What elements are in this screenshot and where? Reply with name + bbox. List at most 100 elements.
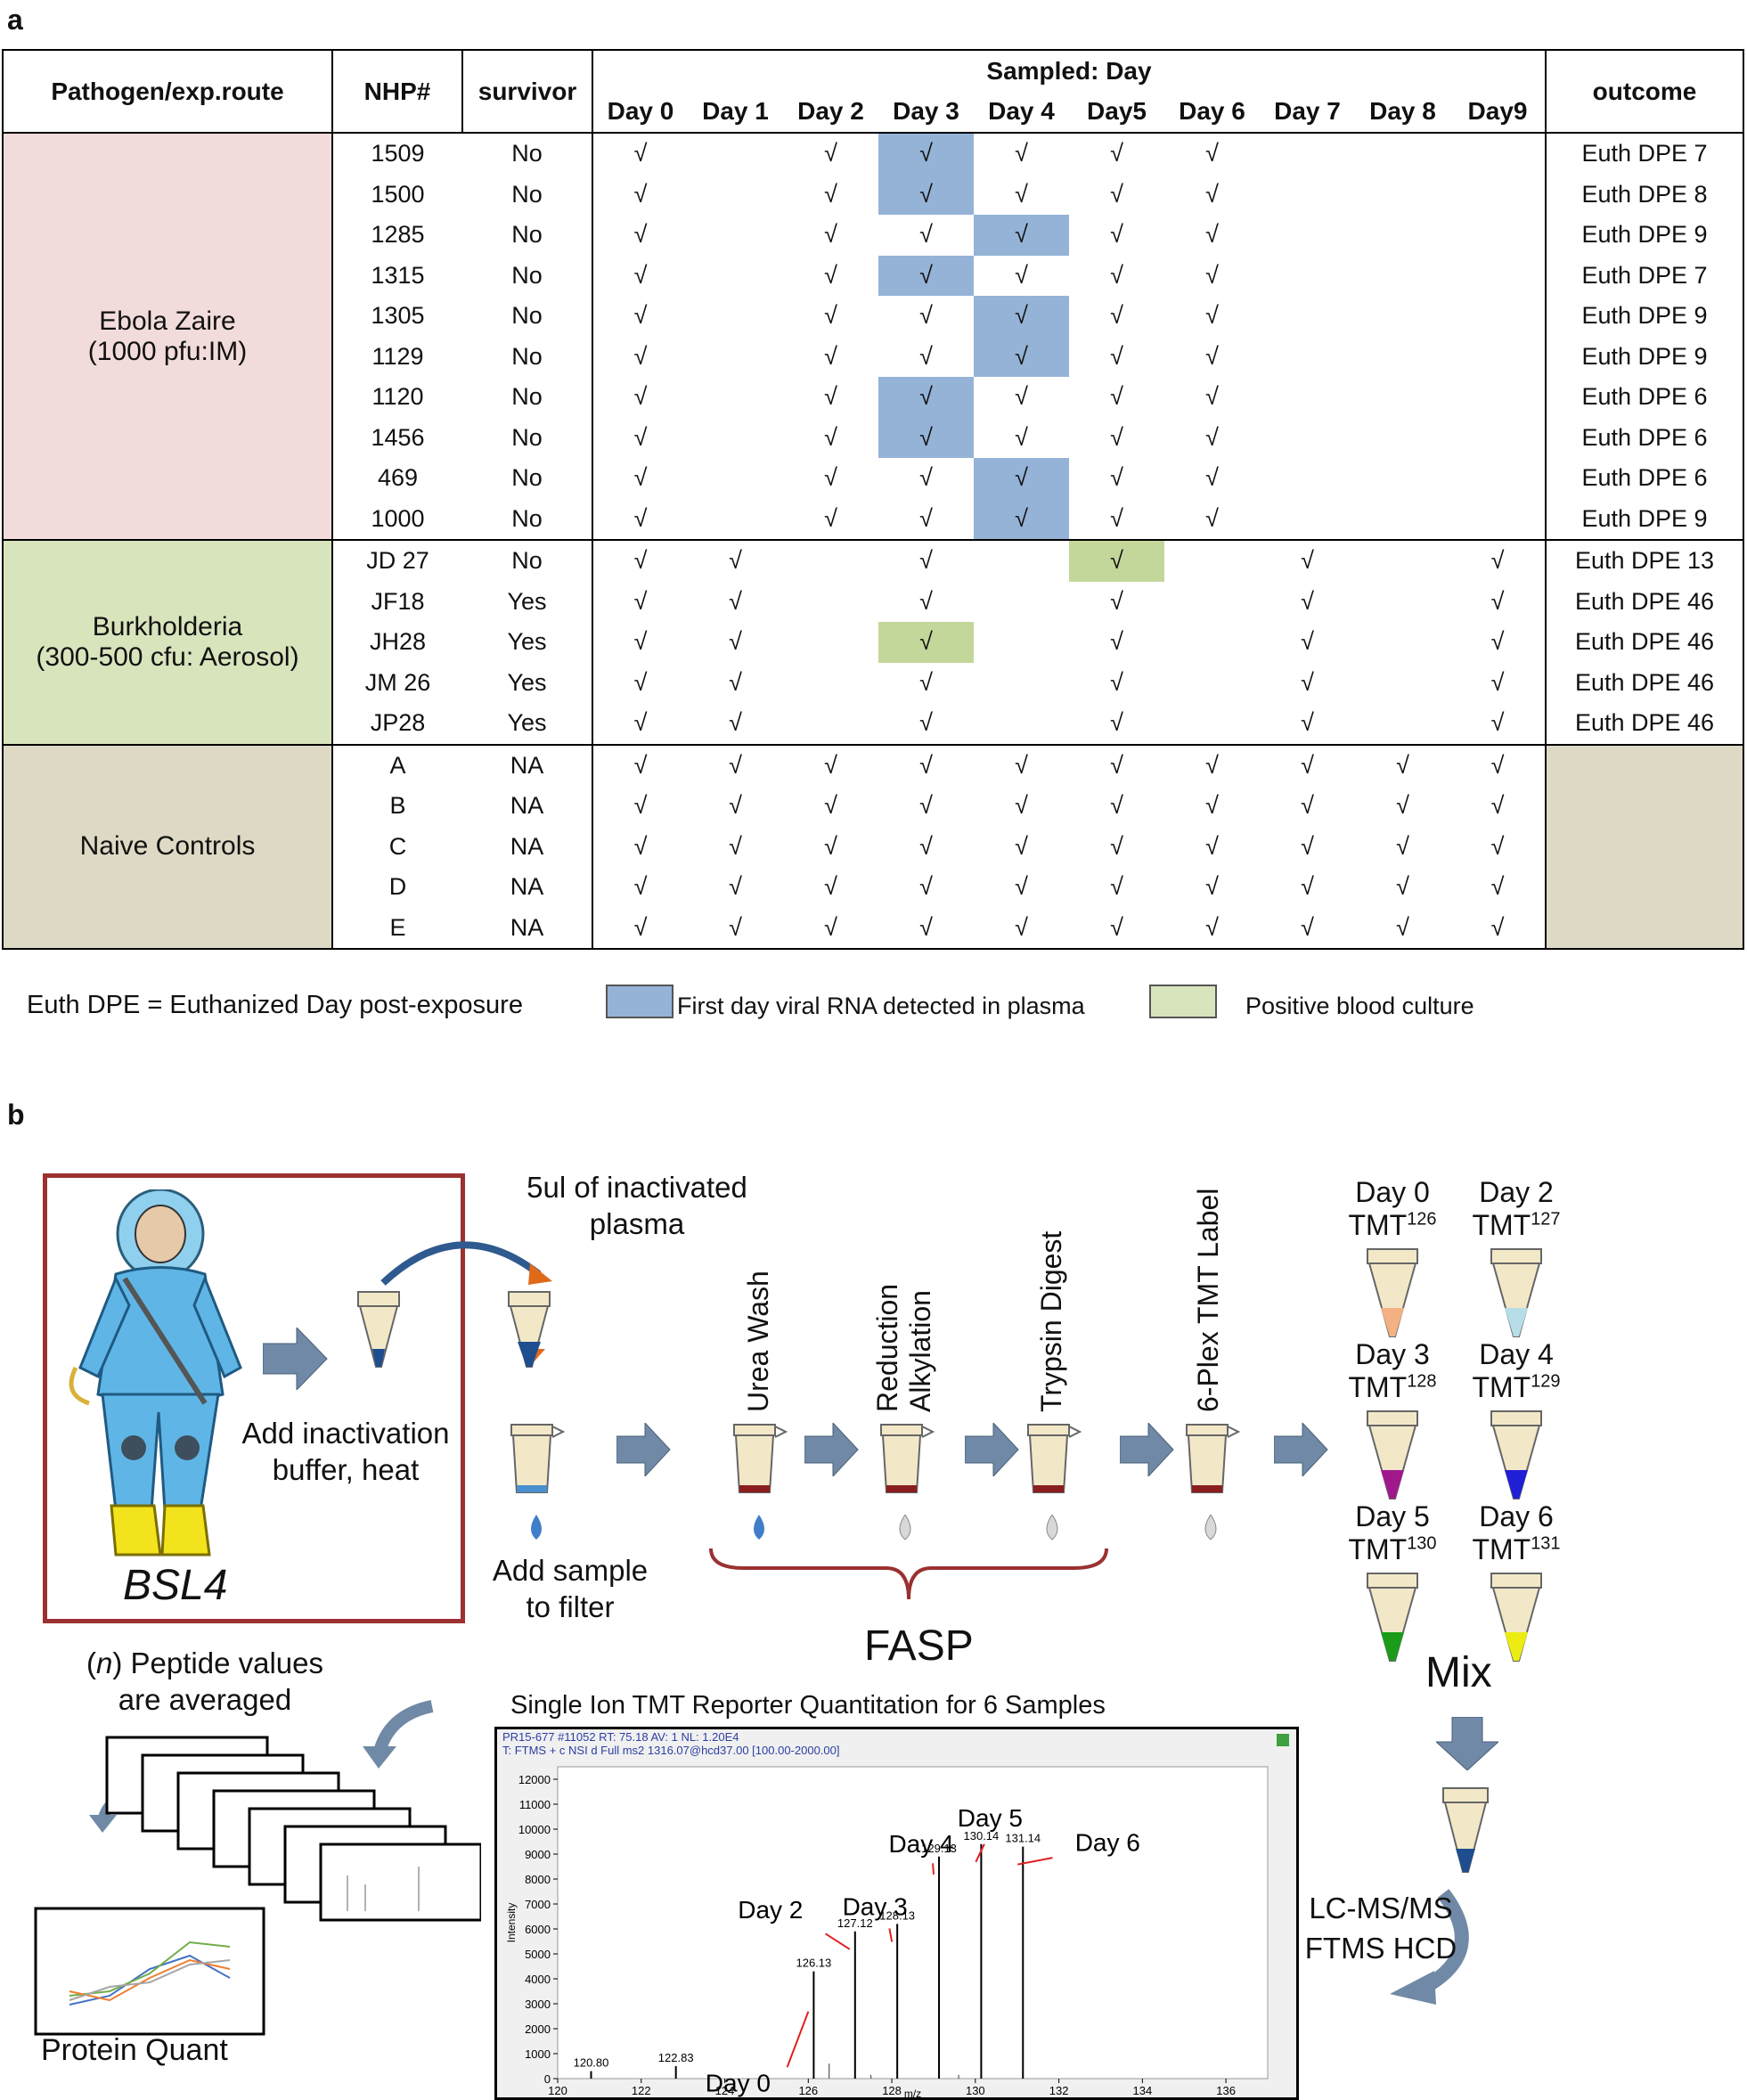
sample-check-day-5: √ <box>1110 709 1123 737</box>
sample-check-day-9 <box>1450 296 1547 337</box>
sample-check-day-1: √ <box>729 668 742 696</box>
sample-check-day-2 <box>783 622 878 663</box>
y-tick-label: 3000 <box>525 1998 551 2011</box>
sample-check-day-4: √ <box>974 907 1069 950</box>
sample-check-day-3: √ <box>878 255 974 296</box>
sample-check-day-1 <box>688 458 783 499</box>
inactivated-plasma-label: 5ul of inactivated plasma <box>527 1171 747 1241</box>
exposure-route: (300-500 cfu: Aerosol) <box>36 641 299 672</box>
nhp-id: 1509 <box>371 140 425 168</box>
sample-check-day-2 <box>783 703 878 745</box>
sample-check-day-8: √ <box>1355 907 1450 950</box>
header-day: Day5 <box>1069 91 1164 134</box>
tmt-tube-0 <box>1367 1248 1418 1337</box>
sample-check-day-2: √ <box>824 832 837 860</box>
sample-check-day-7: √ <box>1260 907 1355 950</box>
protein-quant-chart-thumbnail <box>34 1907 265 2036</box>
sample-check-day-0: √ <box>592 786 688 827</box>
outcome: Euth DPE 7 <box>1546 133 1744 175</box>
annotation-day-5: Day 5 <box>958 1804 1023 1832</box>
annotation-day-6: Day 6 <box>1075 1829 1140 1857</box>
sample-check-day-8 <box>1355 256 1450 297</box>
sample-check-day-0: √ <box>592 296 688 337</box>
peak-label: 128.13 <box>879 1908 915 1922</box>
annotation-day-0: Day 0 <box>706 2070 771 2097</box>
sample-check-day-7: √ <box>1260 743 1355 786</box>
sample-check-day-5: √ <box>1110 832 1123 860</box>
tmt-text: TMT <box>1348 1370 1408 1403</box>
bsl4-box <box>43 1173 465 1623</box>
sample-check-day-4: √ <box>974 743 1069 786</box>
arrow-6 <box>1274 1423 1328 1476</box>
sample-check-day-4: √ <box>974 498 1069 540</box>
survivor-status: No <box>511 423 543 451</box>
header-outcome: outcome <box>1546 49 1744 134</box>
sample-check-day-3: √ <box>919 792 933 820</box>
y-tick-label: 6000 <box>525 1923 551 1936</box>
nhp-id: 1315 <box>371 261 425 289</box>
peak-label: 131.14 <box>1005 1832 1041 1845</box>
nhp-id: JF18 <box>371 587 425 615</box>
sample-check-day-0: √ <box>592 867 688 908</box>
sample-check-day-6 <box>1164 582 1260 623</box>
sample-check-day-8 <box>1355 133 1450 175</box>
spectrum-window: PR15-677 #11052 RT: 75.18 AV: 1 NL: 1.20… <box>494 1727 1299 2100</box>
annotation-pointer <box>786 2011 810 2068</box>
pathogen-name: Ebola Zaire <box>99 306 236 336</box>
survivor-status: No <box>511 180 543 208</box>
spectrum-plot: PR15-677 #11052 RT: 75.18 AV: 1 NL: 1.20… <box>497 1729 1296 2097</box>
survivor-status: No <box>511 383 543 411</box>
sample-check-day-4: √ <box>974 336 1069 377</box>
sample-check-day-3: √ <box>878 743 974 786</box>
sample-check-day-2: √ <box>824 180 837 208</box>
stacked-spectra-thumbnails <box>105 1736 481 1922</box>
nhp-id: 1129 <box>371 342 424 370</box>
sample-check-day-0: √ <box>592 662 688 703</box>
step-tmt-label: 6-Plex TMT Label <box>1192 1188 1224 1412</box>
legend-euth-dpe: Euth DPE = Euthanized Day post-exposure <box>27 991 523 1019</box>
pathogen-group-cell: Naive Controls <box>2 743 333 950</box>
sample-check-day-4: √ <box>1015 383 1028 411</box>
sample-check-day-3: √ <box>878 539 974 582</box>
sample-check-day-6: √ <box>1205 832 1219 860</box>
legend-green-swatch <box>1149 985 1217 1018</box>
y-tick-label: 4000 <box>525 1973 551 1986</box>
sample-check-day-2 <box>783 539 878 582</box>
annotation-pointer <box>888 1928 894 1942</box>
sample-check-day-6: √ <box>1205 342 1219 370</box>
add-inactivation-label: Add inactivation buffer, heat <box>241 1417 450 1487</box>
outcome: Euth DPE 9 <box>1546 296 1744 337</box>
survivor-status: No <box>462 539 592 582</box>
sample-check-day-2: √ <box>824 140 837 168</box>
sample-check-day-0: √ <box>592 743 688 786</box>
sample-check-day-2 <box>783 663 878 704</box>
sample-check-day-9: √ <box>1450 581 1547 622</box>
survivor-status: No <box>511 504 543 532</box>
arrow-2 <box>616 1423 671 1476</box>
sample-check-day-0: √ <box>592 255 688 296</box>
sample-check-day-4: √ <box>974 215 1069 256</box>
sample-check-day-1: √ <box>729 873 742 901</box>
peptide-line-2: are averaged <box>118 1683 292 1717</box>
x-tick-label: 122 <box>632 2084 651 2097</box>
tmt-channel: 130 <box>1407 1533 1437 1554</box>
header-day: Day 8 <box>1355 91 1450 134</box>
sample-check-day-3: √ <box>878 907 974 950</box>
sample-check-day-9 <box>1450 215 1547 256</box>
y-tick-label: 11000 <box>519 1798 551 1811</box>
peak-label: 129.13 <box>921 1842 957 1855</box>
tube-plasma <box>508 1291 551 1368</box>
x-tick-label: 134 <box>1133 2084 1153 2097</box>
sample-check-day-4: √ <box>1015 792 1028 820</box>
sample-check-day-2: √ <box>824 261 837 289</box>
sample-check-day-8 <box>1355 458 1450 499</box>
tmt-tube-1 <box>1490 1248 1542 1337</box>
tmt-day: Day 2 <box>1479 1176 1554 1208</box>
sample-check-day-5: √ <box>1110 587 1123 615</box>
sample-check-day-1: √ <box>688 907 783 950</box>
pathogen-name: Burkholderia <box>92 611 243 641</box>
arrow-3 <box>804 1423 859 1476</box>
